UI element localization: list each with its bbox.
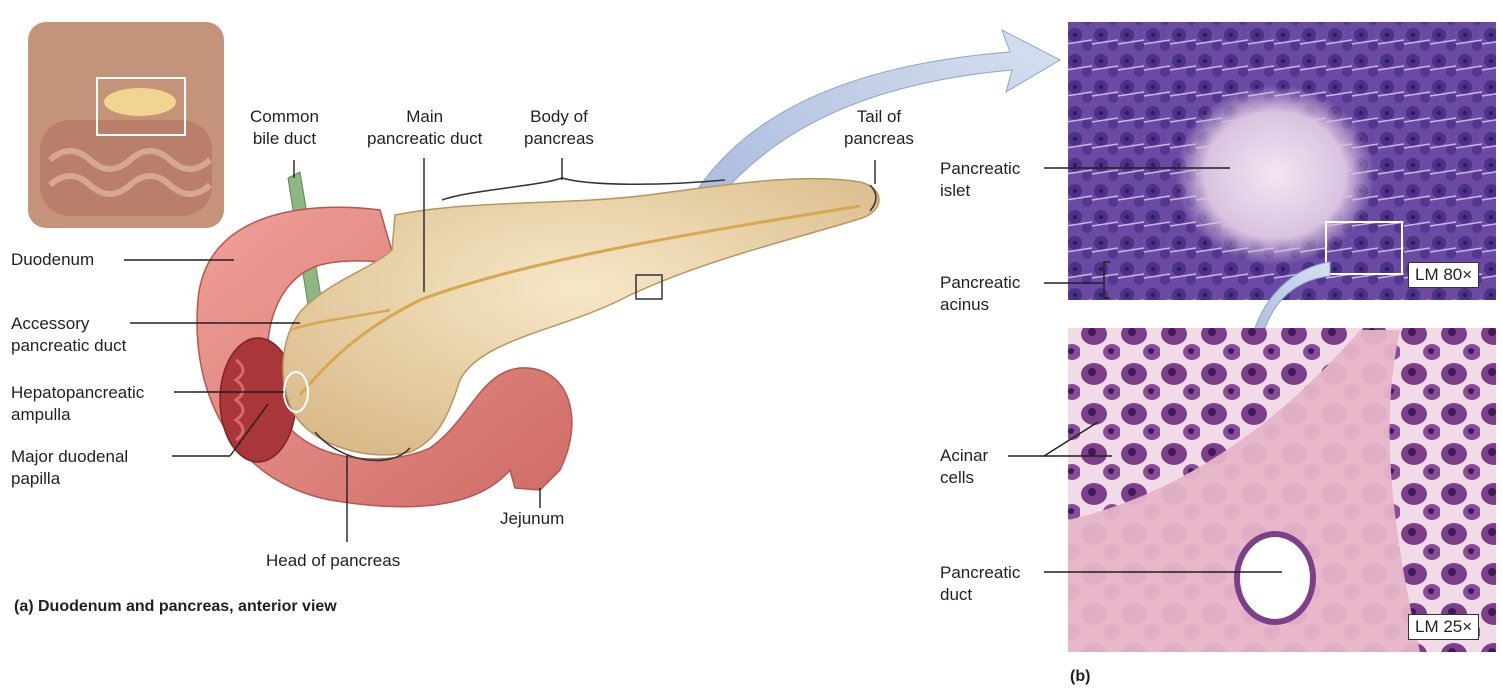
magnification-label-bottom: LM 25× [1408, 614, 1479, 640]
magnification-label-top: LM 80× [1408, 262, 1479, 288]
caption-panel-b: (b) [1070, 668, 1090, 686]
torso-inset-image [28, 22, 224, 228]
caption-panel-a: (a) Duodenum and pancreas, anterior view [14, 598, 337, 616]
micrograph-top [1068, 22, 1496, 300]
label-duodenum: Duodenum [11, 249, 94, 271]
label-head-of-pancreas: Head of pancreas [266, 550, 400, 572]
duct-lumen [1237, 534, 1313, 622]
micrograph-bottom [1068, 328, 1496, 652]
label-jejunum: Jejunum [500, 508, 564, 530]
islet-region [1175, 85, 1375, 265]
